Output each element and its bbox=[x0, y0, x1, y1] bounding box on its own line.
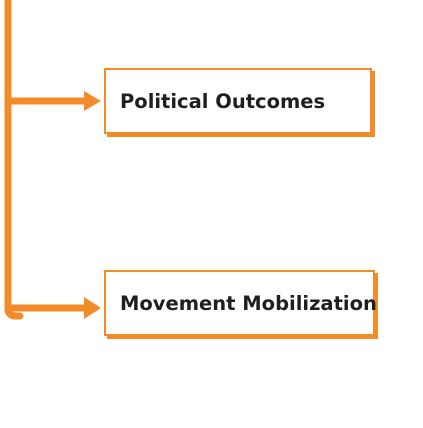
trunk-line bbox=[4, 0, 24, 320]
node-label: Political Outcomes bbox=[120, 89, 326, 113]
node-political-outcomes: Political Outcomes bbox=[104, 68, 372, 134]
arrow-head-movement bbox=[84, 297, 101, 319]
node-movement-mobilization: Movement Mobilization bbox=[104, 270, 377, 336]
branch-line-movement bbox=[4, 304, 86, 320]
arrow-head-political bbox=[84, 91, 101, 111]
node-label: Movement Mobilization bbox=[120, 291, 377, 315]
